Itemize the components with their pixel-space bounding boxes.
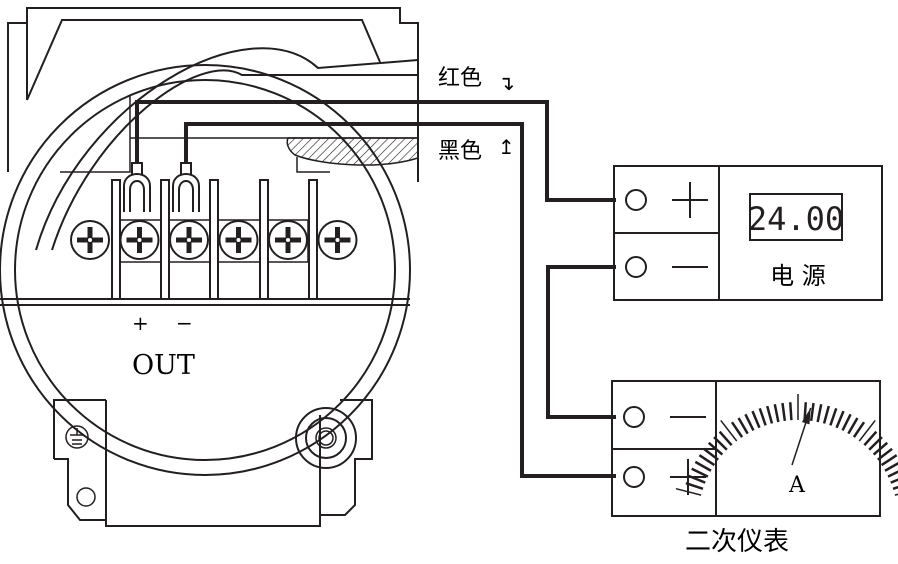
scale-tick xyxy=(730,421,744,438)
plus-icon xyxy=(672,182,708,218)
terminal-screw[interactable] xyxy=(169,220,209,260)
scale-tick xyxy=(880,454,898,467)
scale-tick xyxy=(720,419,738,442)
scale-tick xyxy=(707,441,724,456)
scale-tick xyxy=(688,474,706,484)
terminal-separator xyxy=(308,179,318,300)
scale-tick xyxy=(758,407,767,426)
scale-tick xyxy=(691,467,709,478)
terminal-separator xyxy=(259,179,269,300)
black-wire xyxy=(184,122,616,478)
scale-tick xyxy=(877,447,893,461)
plus-icon xyxy=(670,459,706,495)
meter-scale xyxy=(675,394,898,496)
scale-tick xyxy=(698,454,716,467)
out-label: OUT xyxy=(132,350,195,381)
scale-tick xyxy=(884,461,898,472)
terminal-separators xyxy=(111,179,318,300)
link-wire xyxy=(546,265,616,419)
spade-lug-plus xyxy=(123,162,151,212)
scale-tick xyxy=(803,402,808,421)
scale-tick xyxy=(863,430,878,447)
terminal-screw[interactable] xyxy=(268,220,308,260)
meter-unit: A xyxy=(788,473,806,498)
terminal-screw[interactable] xyxy=(70,220,110,260)
scale-tick xyxy=(816,404,823,423)
scale-tick xyxy=(766,405,774,424)
voltage-display xyxy=(749,193,843,241)
power-supply: 24.00 电 源 xyxy=(613,165,883,301)
lock-boss xyxy=(295,407,357,469)
power-supply-label: 电 源 xyxy=(770,262,826,290)
scale-tick xyxy=(892,485,898,490)
scale-tick xyxy=(829,407,838,426)
out-minus-label: − xyxy=(176,311,193,335)
spade-lug-minus xyxy=(172,162,200,212)
scale-tick xyxy=(675,487,702,496)
cover-ring-inner xyxy=(14,79,396,461)
scale-tick xyxy=(703,447,719,461)
scale-tick xyxy=(713,436,728,451)
scale-tick xyxy=(852,421,866,438)
terminal-screw[interactable] xyxy=(317,220,358,260)
scale-tick xyxy=(858,419,876,442)
meter-plus-terminal xyxy=(623,466,645,488)
red-wire xyxy=(135,100,616,202)
power-plus-terminal xyxy=(625,189,647,211)
needle-arrowhead xyxy=(801,407,811,425)
transmitter-base xyxy=(53,399,373,527)
red-wire-arrow: ↴ xyxy=(498,71,515,95)
terminal-separator xyxy=(160,179,170,300)
scale-tick xyxy=(718,430,733,447)
scale-tick xyxy=(788,402,793,421)
scale-tick xyxy=(773,404,780,423)
scale-tick xyxy=(822,405,830,424)
scale-tick xyxy=(809,402,815,422)
scale-tick xyxy=(868,436,883,451)
cable-gland-hatch xyxy=(286,137,419,166)
terminal-screw[interactable] xyxy=(218,220,259,260)
voltage-value: 24.00 xyxy=(748,200,844,238)
scale-tick xyxy=(737,417,749,435)
scale-tick xyxy=(835,410,845,429)
mount-hole xyxy=(76,487,96,507)
terminal-block xyxy=(70,220,358,260)
terminal-separator xyxy=(111,179,121,300)
out-plus-label: + xyxy=(132,311,149,335)
power-minus-terminal xyxy=(625,256,647,278)
cover-ring-outer xyxy=(0,64,411,476)
black-wire-label: 黑色 xyxy=(438,139,482,164)
meter-minus-terminal xyxy=(623,406,645,428)
scale-tick xyxy=(751,410,761,429)
scale-tick xyxy=(847,417,859,435)
red-wire-label: 红色 xyxy=(438,66,482,91)
ground-screw xyxy=(65,425,89,449)
scale-tick xyxy=(887,470,898,478)
scale-tick xyxy=(841,413,852,432)
black-wire-arrow: ↥ xyxy=(498,135,515,159)
scale-tick xyxy=(890,478,898,484)
terminal-separator xyxy=(209,179,219,300)
secondary-meter: A 二次仪表 xyxy=(611,380,898,557)
meter-label: 二次仪表 xyxy=(685,527,789,557)
scale-tick xyxy=(744,413,755,432)
terminal-screw[interactable] xyxy=(119,220,160,260)
scale-tick xyxy=(694,460,712,472)
scale-tick xyxy=(685,481,704,490)
scale-tick xyxy=(872,441,889,456)
scale-tick xyxy=(781,402,787,422)
